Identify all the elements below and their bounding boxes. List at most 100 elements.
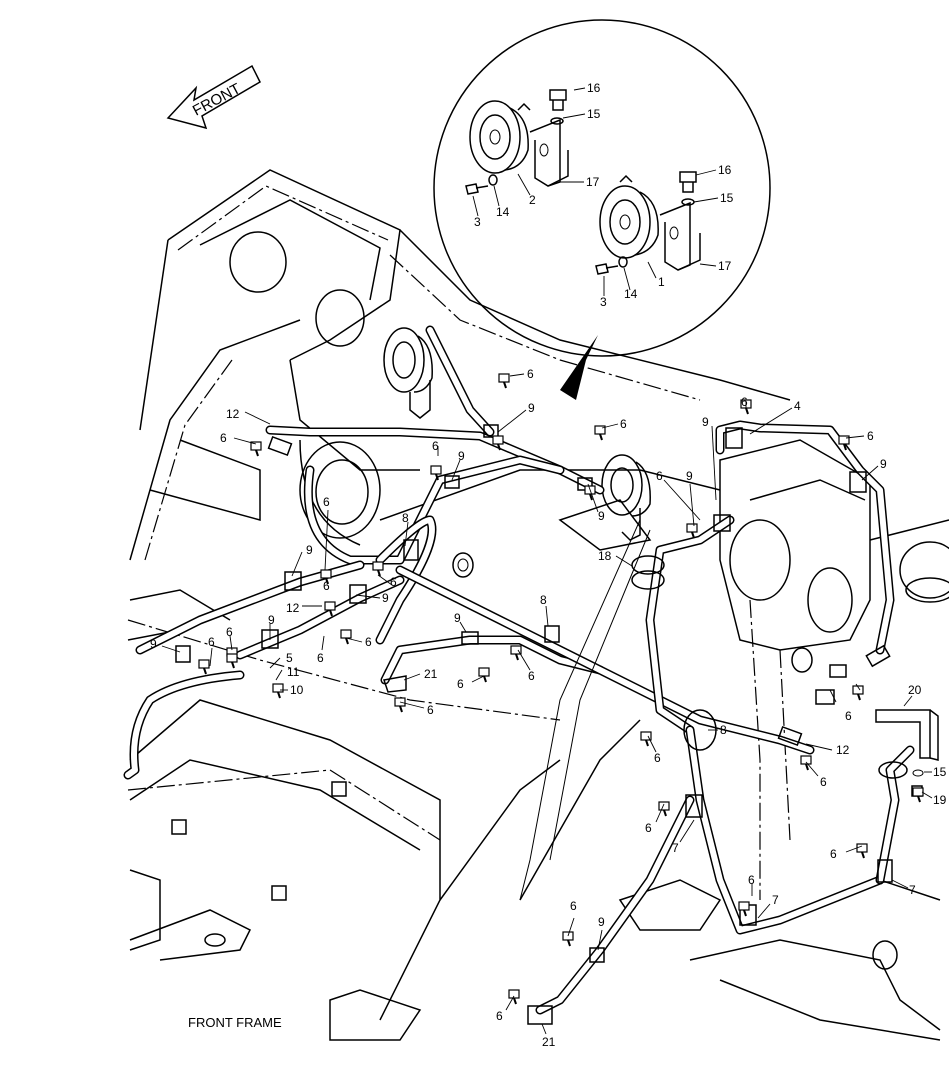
bolt-shank [691, 531, 695, 539]
horn-left [469, 100, 569, 187]
label-12: 12 [226, 407, 240, 421]
label-9: 9 [150, 637, 157, 651]
leader-lines [161, 87, 933, 1035]
bolt-icon [320, 569, 332, 579]
bolt-icon [838, 435, 850, 445]
label-15b: 15 [720, 191, 734, 205]
bolt-shank [743, 909, 747, 917]
label-9: 9 [598, 509, 605, 523]
label-6: 6 [496, 1009, 503, 1023]
wiring-harness [123, 325, 915, 1015]
label-21: 21 [542, 1035, 556, 1049]
bolt-shank [503, 381, 507, 389]
label-9: 9 [382, 591, 389, 605]
label-14a: 14 [496, 205, 510, 219]
part-labels: 16 15 17 2 14 3 16 15 17 1 14 3 6 9 6 9 … [150, 81, 947, 1049]
label-19: 19 [933, 793, 947, 807]
label-6: 6 [748, 873, 755, 887]
label-17b: 17 [718, 259, 732, 273]
label-6: 6 [226, 625, 233, 639]
label-6: 6 [820, 775, 827, 789]
label-6: 6 [390, 575, 397, 589]
label-9: 9 [880, 457, 887, 471]
bolt-shank [483, 675, 487, 683]
label-6: 6 [654, 751, 661, 765]
label-6: 6 [830, 847, 837, 861]
bolt-icon [498, 373, 510, 383]
label-6: 6 [867, 429, 874, 443]
bolt-shank [231, 661, 235, 669]
bolt-shank [567, 939, 571, 947]
bolt-shank [325, 577, 329, 585]
label-5: 5 [286, 651, 293, 665]
label-1: 1 [658, 275, 665, 289]
harness-clips [175, 424, 893, 1025]
detail-fasteners [465, 89, 697, 275]
horn-mounted-upper [383, 327, 433, 419]
bolt-shank [399, 705, 403, 713]
label-6: 6 [527, 367, 534, 381]
label-15: 15 [933, 765, 947, 779]
label-7: 7 [772, 893, 779, 907]
horn-right [599, 174, 701, 271]
bolt-shank [435, 473, 439, 481]
connectors [267, 435, 891, 747]
bolt-shank [917, 795, 921, 803]
front-arrow: FRONT [166, 64, 261, 130]
label-9: 9 [686, 469, 693, 483]
label-6: 6 [323, 579, 330, 593]
front-frame-outline [127, 169, 949, 1041]
label-6: 6 [317, 651, 324, 665]
bolt-icon [800, 755, 812, 765]
bolt-icon [658, 801, 670, 811]
bolt-shank [663, 809, 667, 817]
bolt-shank [329, 609, 333, 617]
label-9: 9 [306, 543, 313, 557]
bolt-shank [345, 637, 349, 645]
bolt-shank [599, 433, 603, 441]
label-6: 6 [457, 677, 464, 691]
bolt-icon [686, 523, 698, 533]
label-14b: 14 [624, 287, 638, 301]
label-6: 6 [845, 709, 852, 723]
bolts [198, 373, 924, 1005]
bolt-shank [857, 693, 861, 701]
label-12: 12 [286, 601, 300, 615]
label-9: 9 [598, 915, 605, 929]
label-12: 12 [836, 743, 850, 757]
bolt-icon [912, 787, 924, 797]
bolt-shank [645, 739, 649, 747]
label-6: 6 [208, 635, 215, 649]
label-6: 6 [323, 495, 330, 509]
bolt-icon [430, 465, 442, 475]
label-17a: 17 [586, 175, 600, 189]
label-10: 10 [290, 683, 304, 697]
detail-circle [433, 19, 771, 400]
label-9: 9 [268, 613, 275, 627]
label-6: 6 [570, 899, 577, 913]
label-9: 9 [458, 449, 465, 463]
label-20: 20 [908, 683, 922, 697]
bolt-icon [226, 653, 238, 663]
grommet-18 [631, 555, 665, 590]
bolt-shank [861, 851, 865, 859]
label-8: 8 [402, 511, 409, 525]
label-21: 21 [424, 667, 438, 681]
bolt-icon [272, 683, 284, 693]
label-6: 6 [432, 439, 439, 453]
label-18: 18 [598, 549, 612, 563]
detail-pointer-arrow [560, 335, 598, 400]
bolt-icon [856, 843, 868, 853]
label-4: 4 [794, 399, 801, 413]
label-6: 6 [645, 821, 652, 835]
bolt-shank [843, 443, 847, 451]
label-16a: 16 [587, 81, 601, 95]
label-9: 9 [454, 611, 461, 625]
bolt-shank [515, 653, 519, 661]
bolt-shank [513, 997, 517, 1005]
bolt-icon [198, 659, 210, 669]
bolt-shank [377, 569, 381, 577]
label-7: 7 [672, 841, 679, 855]
label-6: 6 [427, 703, 434, 717]
